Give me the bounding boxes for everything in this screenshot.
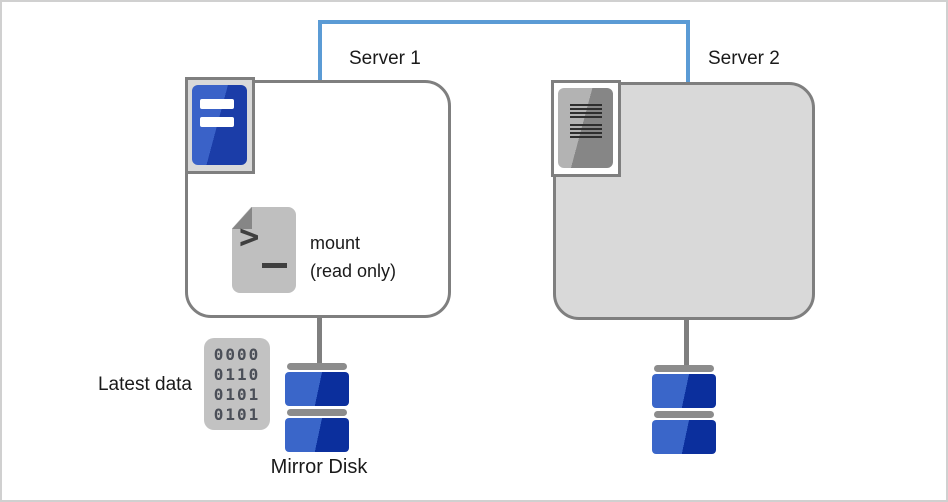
- terminal-file-icon: >: [232, 207, 296, 293]
- latest-data-label: Latest data: [97, 374, 192, 395]
- disk-unit-icon: [285, 418, 349, 452]
- server2-tower-icon: [551, 80, 621, 177]
- mirror-disk-label: Mirror Disk: [270, 456, 368, 478]
- disk-platter-icon: [287, 409, 347, 416]
- tower-vent-icon: [570, 124, 602, 138]
- disk-unit-icon: [652, 374, 716, 408]
- server2-label: Server 2: [708, 48, 780, 69]
- server2-mirror-disk-icon: [652, 365, 716, 457]
- server-tower-gray-icon: [558, 88, 613, 168]
- binary-row: 0000: [213, 345, 261, 364]
- interconnect-line-left: [318, 20, 322, 80]
- server1-label: Server 1: [349, 48, 421, 69]
- disk-platter-icon: [654, 411, 714, 418]
- tower-slot-icon: [200, 117, 234, 127]
- binary-row: 0110: [213, 365, 261, 384]
- binary-row: 0101: [213, 385, 261, 404]
- disk-unit-icon: [652, 420, 716, 454]
- interconnect-line-right: [686, 20, 690, 82]
- disk-platter-icon: [654, 365, 714, 372]
- mount-label-line1: mount: [310, 233, 361, 253]
- server2-disk-connector: [684, 318, 689, 366]
- server1-disk-connector: [317, 316, 322, 364]
- disk-unit-icon: [285, 372, 349, 406]
- binary-data-icon: 0000 0110 0101 0101: [204, 338, 270, 430]
- terminal-cursor-glyph: [262, 263, 287, 268]
- server1-tower-icon: [185, 77, 255, 174]
- terminal-prompt-glyph: >: [239, 217, 260, 257]
- mount-label-line2: (read only): [310, 261, 397, 281]
- server-tower-blue-icon: [192, 85, 247, 165]
- disk-platter-icon: [287, 363, 347, 370]
- tower-vent-icon: [570, 104, 602, 118]
- binary-row: 0101: [213, 405, 261, 424]
- mount-label: mount (read only): [310, 229, 396, 285]
- interconnect-line-top: [318, 20, 690, 24]
- server1-mirror-disk-icon: [285, 363, 349, 455]
- tower-slot-icon: [200, 99, 234, 109]
